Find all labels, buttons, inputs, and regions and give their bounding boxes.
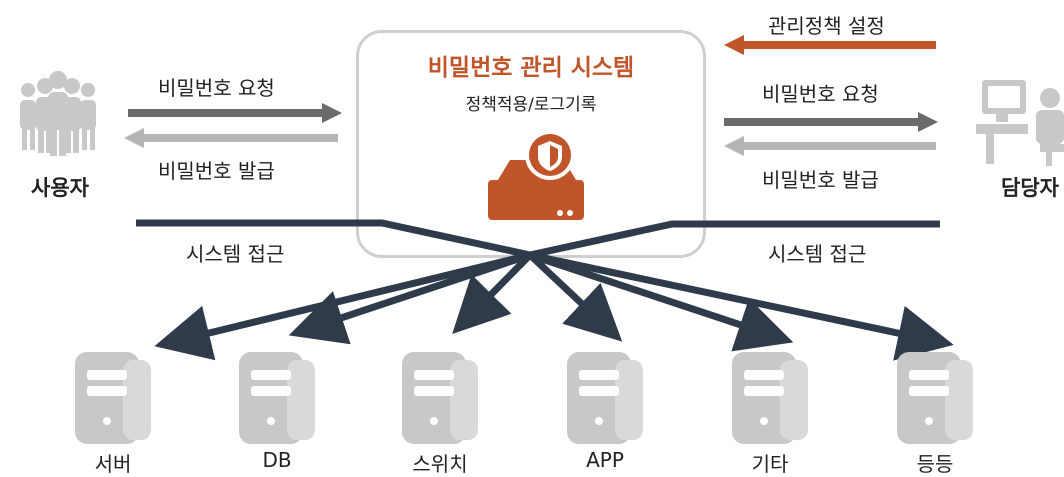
left-issue-arrow — [124, 128, 338, 148]
target-label-app: APP — [586, 448, 624, 472]
right-request-arrow — [724, 112, 938, 132]
arrow-to-app — [527, 252, 623, 342]
target-label-server: 서버 — [94, 452, 132, 476]
target-label-etc: 기타 — [751, 452, 789, 476]
target-label-more: 등등 — [916, 452, 954, 476]
server-icon-switch — [402, 352, 478, 444]
user-actor-label: 사용자 — [31, 176, 90, 200]
right-access-line — [529, 220, 940, 259]
server-icon-app — [567, 352, 643, 444]
right-issue-arrow — [724, 136, 936, 156]
policy-label: 관리정책 설정 — [768, 14, 885, 38]
arrow-to-server — [154, 251, 531, 361]
system-title: 비밀번호 관리 시스템 — [427, 55, 635, 81]
right-issue-label: 비밀번호 발급 — [762, 168, 879, 192]
users-group-icon — [20, 71, 96, 156]
left-issue-label: 비밀번호 발급 — [158, 159, 275, 183]
arrow-to-switch — [452, 252, 533, 334]
admin-actor-label: 담당자 — [1001, 176, 1060, 200]
database-shield-icon — [488, 130, 584, 220]
right-request-label: 비밀번호 요청 — [762, 82, 879, 106]
right-access-label: 시스템 접근 — [768, 242, 867, 266]
server-icon-more — [897, 352, 973, 444]
target-label-db: DB — [262, 448, 292, 472]
arrow-to-db — [288, 251, 532, 345]
arrow-to-more — [529, 251, 954, 361]
policy-arrow — [724, 35, 936, 55]
system-subtitle: 정책적용/로그기록 — [465, 95, 597, 115]
server-icon-etc — [732, 352, 808, 444]
left-access-line — [136, 219, 531, 259]
server-icon-server — [75, 352, 151, 444]
left-access-label: 시스템 접근 — [186, 242, 285, 266]
arrow-to-etc — [528, 251, 794, 352]
server-icon-db — [239, 352, 315, 444]
target-label-switch: 스위치 — [412, 452, 468, 476]
left-request-label: 비밀번호 요청 — [158, 76, 275, 100]
left-request-arrow — [128, 103, 342, 123]
admin-computer-icon — [976, 80, 1064, 166]
